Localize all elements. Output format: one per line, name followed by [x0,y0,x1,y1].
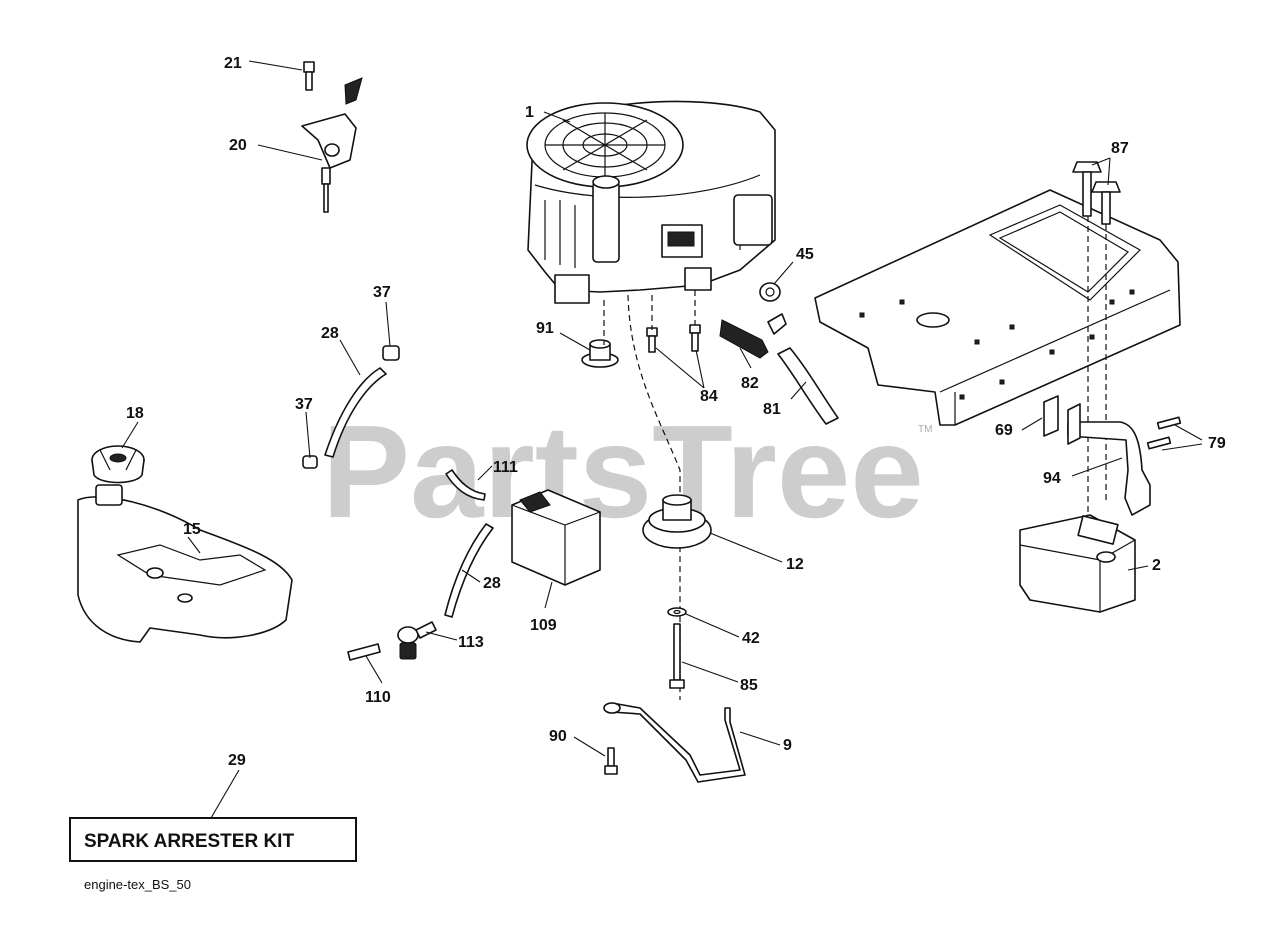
callout-20[interactable]: 20 [229,137,247,154]
callout-15[interactable]: 15 [183,521,201,538]
watermark-text: PartsTree [322,398,924,545]
clamp-37-upper[interactable] [382,345,400,361]
bolt-84-axis [603,290,696,345]
diagram-code: engine-tex_BS_50 [84,877,191,892]
callout-109[interactable]: 109 [530,617,557,634]
bolt-79[interactable] [1146,416,1182,450]
callout-28-lower[interactable]: 28 [483,575,501,592]
trademark-mark: TM [918,424,932,435]
fuel-tank-15[interactable] [77,484,293,643]
callout-110[interactable]: 110 [365,689,391,706]
engine-assembly[interactable] [526,100,776,304]
callout-labels: 1 2 9 12 15 18 20 21 28 28 29 37 37 42 4… [126,55,1226,769]
bolt-21[interactable] [303,61,315,91]
callout-42[interactable]: 42 [742,630,760,647]
pulley-12[interactable] [642,494,712,549]
spark-arrester-kit[interactable]: SPARK ARRESTER KIT [69,817,357,862]
callout-81[interactable]: 81 [763,401,781,418]
rod-9[interactable] [611,702,746,783]
callout-12[interactable]: 12 [786,556,804,573]
fuel-line-111[interactable] [445,469,486,501]
callout-111[interactable]: 111 [493,459,518,476]
callout-45[interactable]: 45 [796,246,814,263]
callout-9[interactable]: 9 [783,737,792,754]
throttle-control-20[interactable] [301,77,363,213]
callout-82[interactable]: 82 [741,375,759,392]
kit-label: SPARK ARRESTER KIT [84,831,294,852]
fuel-cap-18[interactable] [91,445,145,484]
spacer-91[interactable] [581,339,619,368]
callout-21[interactable]: 21 [224,55,242,72]
muffler-2[interactable] [1019,514,1136,613]
bolt-87[interactable] [1072,161,1121,530]
bolt-84[interactable] [646,324,701,353]
fuel-line-28-lower[interactable] [444,523,494,618]
fuel-filter-109[interactable] [511,489,601,586]
callout-18[interactable]: 18 [126,405,144,422]
gasket-69[interactable] [1043,395,1081,445]
callout-87[interactable]: 87 [1111,140,1129,157]
callout-79[interactable]: 79 [1208,435,1226,452]
fuel-pump-82[interactable] [719,313,787,359]
callout-2[interactable]: 2 [1152,557,1161,574]
chassis-frame[interactable] [814,189,1181,426]
lock-nut-45[interactable] [759,282,781,302]
callout-37-lower[interactable]: 37 [295,396,313,413]
shutoff-valve-113[interactable] [397,621,437,660]
callout-28-upper[interactable]: 28 [321,325,339,342]
fuel-line-28-upper[interactable] [324,367,387,458]
exhaust-pipe-94[interactable] [1067,421,1151,516]
bolt-90[interactable] [604,747,618,775]
washer-42[interactable] [667,607,687,617]
callout-94[interactable]: 94 [1043,470,1061,487]
callout-37-upper[interactable]: 37 [373,284,391,301]
fitting-110[interactable] [347,643,381,661]
callout-1[interactable]: 1 [525,104,534,121]
callout-84[interactable]: 84 [700,388,718,405]
callout-90[interactable]: 90 [549,728,567,745]
callout-91[interactable]: 91 [536,320,554,337]
leader-lines [121,60,1203,819]
callout-85[interactable]: 85 [740,677,758,694]
callout-113[interactable]: 113 [458,634,484,651]
callout-29[interactable]: 29 [228,752,246,769]
bolt-85[interactable] [669,623,685,689]
hose-81[interactable] [777,347,839,425]
callout-69[interactable]: 69 [995,422,1013,439]
crankshaft-axis [627,294,681,700]
